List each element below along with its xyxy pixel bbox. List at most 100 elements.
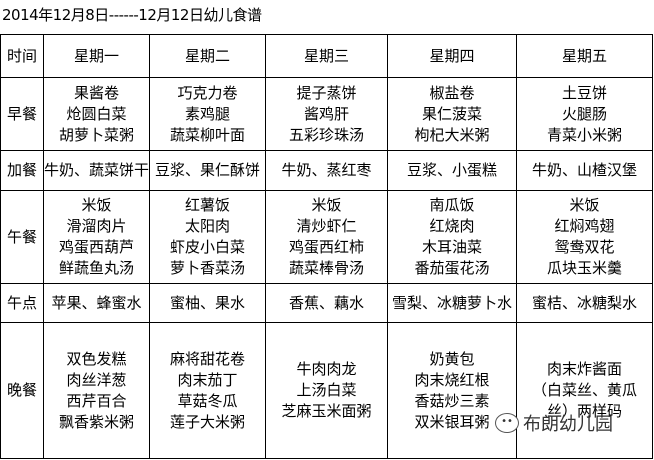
menu-cell: 提子蒸饼酱鸡肝五彩珍珠汤 xyxy=(265,77,388,151)
dish: 青菜小米粥 xyxy=(546,125,622,144)
menu-table: 时间星期一星期二星期三星期四星期五早餐果酱卷炝圆白菜胡萝卜菜粥巧克力卷素鸡腿蔬菜… xyxy=(0,34,653,459)
menu-cell: 豆浆、果仁酥饼 xyxy=(149,150,266,191)
dish: 丝）两样码 xyxy=(546,402,622,420)
menu-cell: 苹果、蜂蜜水 xyxy=(43,283,150,323)
header-cell: 星期一 xyxy=(43,34,150,78)
dish: （白菜丝、黄瓜 xyxy=(531,381,637,399)
menu-cell: 果酱卷炝圆白菜胡萝卜菜粥 xyxy=(43,77,150,151)
menu-cell: 土豆饼火腿肠青菜小米粥 xyxy=(516,77,653,151)
menu-cell: 豆浆、小蛋糕 xyxy=(387,150,517,191)
menu-cell: 牛奶、蔬菜饼干 xyxy=(43,150,150,191)
dish: 牛奶、蔬菜饼干 xyxy=(44,161,150,179)
dish: 莲子大米粥 xyxy=(169,412,245,431)
dish: 炝圆白菜 xyxy=(66,104,127,123)
dish: 双色发糕 xyxy=(66,349,127,368)
menu-cell: 肉末炸酱面 （白菜丝、黄瓜丝）两样码 xyxy=(516,322,653,459)
dish: 双米银耳粥 xyxy=(414,412,490,431)
dish: 虾皮小白菜 xyxy=(169,238,245,256)
dish: 鸡蛋西红柿 xyxy=(288,238,364,256)
header-row: 时间星期一星期二星期三星期四星期五 xyxy=(0,34,653,78)
dish: 雪梨、冰糖萝卜水 xyxy=(391,293,512,312)
dish: 蜜柚、果水 xyxy=(169,293,245,312)
menu-cell: 红薯饭太阳肉虾皮小白菜萝卜香菜汤 xyxy=(149,190,266,284)
menu-cell: 麻将甜花卷肉末茄丁草菇冬瓜莲子大米粥 xyxy=(149,322,266,459)
watermark: ••布朗幼儿园 xyxy=(495,410,613,436)
dish: 瓜块玉米羹 xyxy=(546,259,622,277)
menu-cell: 米饭滑溜肉片鸡蛋西葫芦鲜蔬鱼丸汤 xyxy=(43,190,150,284)
meal-label: 午餐 xyxy=(0,190,44,284)
dish: 香菇炒三素 xyxy=(414,391,490,410)
dish: 豆浆、果仁酥饼 xyxy=(154,161,260,179)
dish: 草菇冬瓜 xyxy=(177,391,238,410)
meal-label: 午点 xyxy=(0,283,44,323)
dish: 芝麻玉米面粥 xyxy=(281,402,372,420)
menu-cell: 蜜柚、果水 xyxy=(149,283,266,323)
menu-cell: 雪梨、冰糖萝卜水 xyxy=(387,283,517,323)
menu-cell: 南瓜饭红烧肉木耳油菜番茄蛋花汤 xyxy=(387,190,517,284)
meal-label: 晚餐 xyxy=(0,322,44,459)
dish: 滑溜肉片 xyxy=(66,217,127,235)
header-cell: 星期二 xyxy=(149,34,266,78)
dish: 苹果、蜂蜜水 xyxy=(51,293,142,312)
dish: 太阳肉 xyxy=(184,217,230,235)
dish: 蔬菜柳叶面 xyxy=(169,125,245,144)
dish: 提子蒸饼 xyxy=(296,83,357,102)
dish: 牛肉肉龙 xyxy=(296,360,357,378)
dish: 五彩珍珠汤 xyxy=(288,125,364,144)
dish: 肉末茄丁 xyxy=(177,370,238,389)
watermark-text: 布朗幼儿园 xyxy=(523,414,613,435)
dish: 椒盐卷 xyxy=(429,83,475,102)
page-title: 2014年12月8日------12月12日幼儿食谱 xyxy=(2,6,262,24)
dish: 鲜蔬鱼丸汤 xyxy=(58,259,134,277)
dish: 米饭 xyxy=(81,196,112,214)
dish: 火腿肠 xyxy=(561,104,607,123)
dish: 肉丝洋葱 xyxy=(66,370,127,389)
meal-row: 早餐果酱卷炝圆白菜胡萝卜菜粥巧克力卷素鸡腿蔬菜柳叶面提子蒸饼酱鸡肝五彩珍珠汤椒盐… xyxy=(0,77,653,151)
menu-cell: 米饭红焖鸡翅鸳鸯双花瓜块玉米羹 xyxy=(516,190,653,284)
header-cell: 星期三 xyxy=(265,34,388,78)
dish: 肉末烧红根 xyxy=(414,370,490,389)
dish: 果仁菠菜 xyxy=(421,104,482,123)
dish: 麻将甜花卷 xyxy=(169,349,245,368)
menu-cell: 蜜桔、冰糖梨水 xyxy=(516,283,653,323)
dish: 土豆饼 xyxy=(561,83,607,102)
dish: 蔬菜棒骨汤 xyxy=(288,259,364,277)
dish: 奶黄包 xyxy=(429,349,475,368)
dish: 香蕉、藕水 xyxy=(288,293,364,312)
dish: 胡萝卜菜粥 xyxy=(58,125,134,144)
dish: 牛奶、山楂汉堡 xyxy=(531,161,637,179)
dish: 牛奶、蒸红枣 xyxy=(281,161,372,179)
menu-cell: 牛奶、蒸红枣 xyxy=(265,150,388,191)
dish: 蜜桔、冰糖梨水 xyxy=(531,293,637,312)
menu-cell: 米饭清炒虾仁鸡蛋西红柿蔬菜棒骨汤 xyxy=(265,190,388,284)
dish: 南瓜饭 xyxy=(429,196,475,214)
meal-row: 午点苹果、蜂蜜水 蜜柚、果水 香蕉、藕水 雪梨、冰糖萝卜水蜜桔、冰糖梨水 xyxy=(0,283,653,323)
dish: 鸡蛋西葫芦 xyxy=(58,238,134,256)
meal-row: 加餐牛奶、蔬菜饼干豆浆、果仁酥饼 牛奶、蒸红枣 豆浆、小蛋糕 牛奶、山楂汉堡 xyxy=(0,150,653,191)
dish: 酱鸡肝 xyxy=(303,104,349,123)
dish: 米饭 xyxy=(311,196,342,214)
header-cell: 星期五 xyxy=(516,34,653,78)
menu-cell: 香蕉、藕水 xyxy=(265,283,388,323)
header-cell: 时间 xyxy=(0,34,44,78)
meal-label: 早餐 xyxy=(0,77,44,151)
menu-cell: 牛肉肉龙上汤白菜芝麻玉米面粥 xyxy=(265,322,388,459)
meal-row: 晚餐双色发糕肉丝洋葱西芹百合飘香紫米粥麻将甜花卷肉末茄丁草菇冬瓜莲子大米粥牛肉肉… xyxy=(0,322,653,459)
dish: 肉末炸酱面 xyxy=(546,360,622,378)
dish: 清炒虾仁 xyxy=(296,217,357,235)
dish: 上汤白菜 xyxy=(296,381,357,399)
dish: 萝卜香菜汤 xyxy=(169,259,245,277)
dish: 巧克力卷 xyxy=(177,83,238,102)
dish: 番茄蛋花汤 xyxy=(414,259,490,277)
dish: 枸杞大米粥 xyxy=(414,125,490,144)
menu-cell: 双色发糕肉丝洋葱西芹百合飘香紫米粥 xyxy=(43,322,150,459)
dish: 豆浆、小蛋糕 xyxy=(406,161,497,179)
meal-label: 加餐 xyxy=(0,150,44,191)
menu-cell: 牛奶、山楂汉堡 xyxy=(516,150,653,191)
wechat-icon: •• xyxy=(495,413,519,433)
header-cell: 星期四 xyxy=(387,34,517,78)
menu-cell: 巧克力卷素鸡腿蔬菜柳叶面 xyxy=(149,77,266,151)
meal-row: 午餐米饭滑溜肉片鸡蛋西葫芦鲜蔬鱼丸汤红薯饭太阳肉虾皮小白菜萝卜香菜汤米饭清炒虾仁… xyxy=(0,190,653,284)
menu-cell: 奶黄包肉末烧红根香菇炒三素双米银耳粥 xyxy=(387,322,517,459)
dish: 果酱卷 xyxy=(73,83,119,102)
